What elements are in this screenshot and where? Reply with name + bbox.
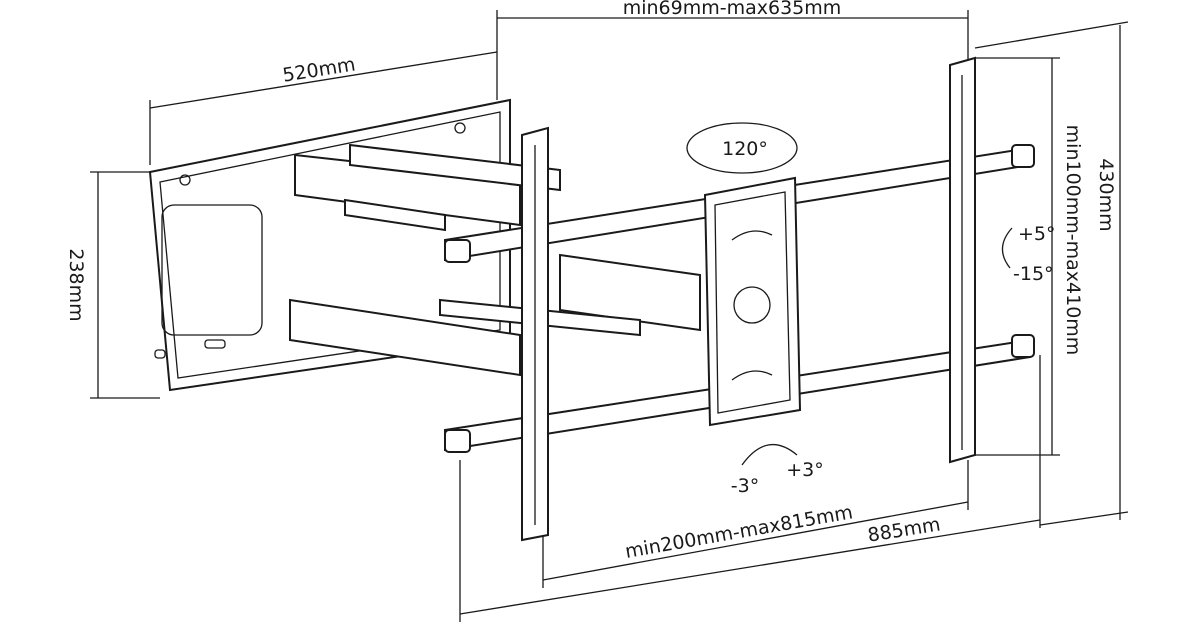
- tv-bracket-left: [521, 126, 549, 542]
- tilt-down-label: -15°: [1013, 263, 1054, 285]
- vesa-vertical-label: min100mm-max410mm: [1062, 125, 1084, 356]
- swivel-label: 120°: [722, 138, 768, 160]
- plate-width-label: 520mm: [281, 53, 357, 86]
- tilt-up-label: +5°: [1018, 223, 1056, 245]
- overall-height-label: 430mm: [1095, 158, 1117, 231]
- vesa-horizontal-label: min200mm-max815mm: [623, 501, 854, 563]
- rotation-arrows: [686, 122, 1013, 466]
- dimension-lines: [90, 10, 1129, 622]
- depth-label: min69mm-max635mm: [623, 0, 842, 19]
- tv-bracket-right: [949, 56, 976, 464]
- level-plus-label: +3°: [786, 459, 824, 481]
- level-minus-label: -3°: [731, 475, 759, 497]
- vesa-plate: [703, 176, 802, 427]
- plate-height-label: 238mm: [65, 248, 87, 321]
